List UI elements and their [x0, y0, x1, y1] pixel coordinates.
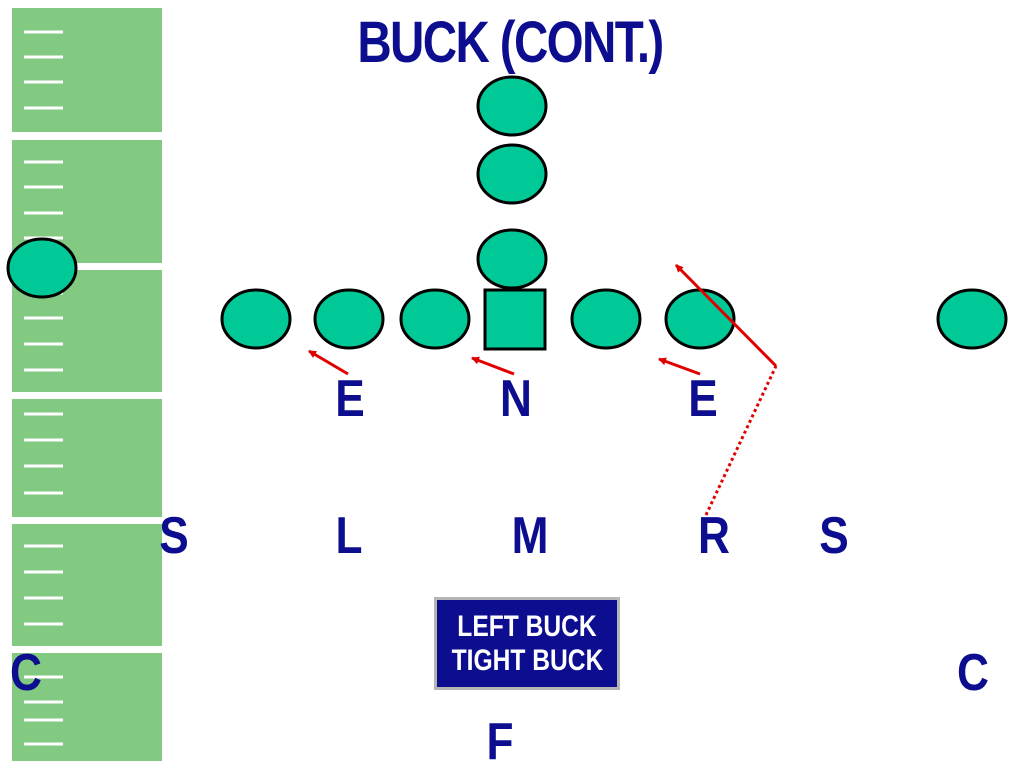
- defense-left-end: E: [335, 370, 365, 428]
- field-strip: [12, 8, 162, 761]
- defense-free-safety: F: [486, 713, 514, 771]
- slide-title: BUCK (CONT.): [357, 10, 664, 75]
- defense-strong-safety-left: S: [159, 507, 189, 565]
- call-box-line-1: LEFT BUCK: [457, 609, 597, 643]
- call-box-line-2: TIGHT BUCK: [451, 643, 603, 677]
- yard-hash-marks: [24, 30, 63, 746]
- defense-linebacker-middle: M: [511, 507, 549, 565]
- offense-player-left-tackle: [313, 288, 385, 350]
- offense-player-fullback: [476, 75, 548, 137]
- offense-player-wide-receiver-right: [936, 288, 1008, 350]
- offense-player-halfback: [476, 143, 548, 205]
- offense-player-quarterback: [476, 228, 548, 290]
- defense-corner-left: C: [10, 644, 42, 702]
- defense-linebacker-left: L: [335, 507, 363, 565]
- call-box: LEFT BUCK TIGHT BUCK: [434, 597, 620, 690]
- defense-nose: N: [500, 370, 532, 428]
- offense-player-left-guard: [399, 288, 471, 350]
- offense-player-left-tackle-outside: [220, 288, 292, 350]
- offense-player-right-tackle: [664, 288, 736, 350]
- defense-corner-right: C: [957, 644, 989, 702]
- arrow-blitz-path: [674, 263, 778, 368]
- offense-player-wide-receiver-left: [6, 237, 78, 299]
- offense-player-center: [483, 288, 547, 351]
- defense-right-end: E: [688, 370, 718, 428]
- offense-player-right-guard: [570, 288, 642, 350]
- arrow-nose-slant: [471, 356, 515, 376]
- defense-safety-right: S: [819, 507, 849, 565]
- defense-linebacker-right: R: [698, 507, 730, 565]
- arrow-right-end-slant: [658, 357, 701, 376]
- arrow-left-end-slant: [308, 349, 349, 376]
